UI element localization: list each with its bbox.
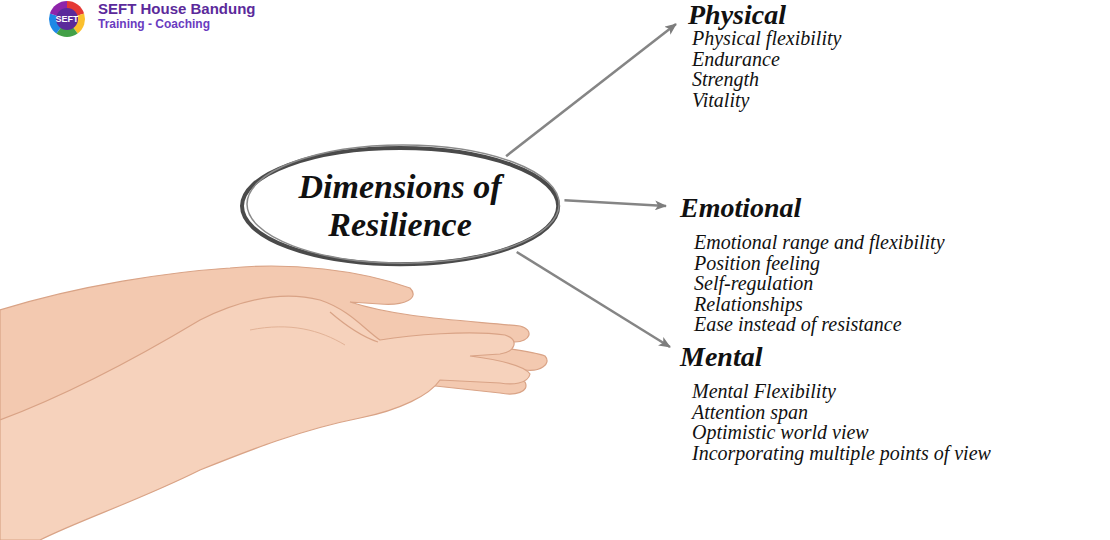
dimension-group: EmotionalEmotional range and flexibility… [680, 192, 945, 335]
brand-tagline: Training - Coaching [98, 17, 210, 32]
dimension-item: Ease instead of resistance [680, 314, 945, 335]
dimension-item: Emotional range and flexibility [680, 232, 945, 253]
central-title: Dimensions of Resilience [295, 168, 505, 244]
dimension-item: Endurance [688, 49, 841, 70]
dimension-item: Relationships [680, 294, 945, 315]
connector-arrow [517, 252, 670, 347]
dimension-group: MentalMental FlexibilityAttention spanOp… [680, 341, 991, 463]
dimension-heading: Emotional [680, 192, 945, 224]
dimension-item: Mental Flexibility [680, 381, 991, 402]
logo-mark-text: SEFT [55, 13, 78, 25]
dimension-item: Attention span [680, 402, 991, 423]
ellipse-sketch-stroke [247, 145, 559, 263]
central-ellipse: Dimensions of Resilience [239, 145, 561, 267]
dimension-heading: Physical [688, 2, 841, 28]
dimension-group: PhysicalPhysical flexibilityEnduranceStr… [688, 2, 841, 110]
dimension-item: Optimistic world view [680, 422, 991, 443]
dimension-item: Position feeling [680, 253, 945, 274]
dimension-item: Incorporating multiple points of view [680, 443, 991, 464]
logo-circle [49, 1, 85, 37]
connector-arrow [506, 24, 676, 156]
dimension-item: Strength [688, 69, 841, 90]
connector-arrow [564, 200, 666, 206]
dimension-item: Vitality [688, 90, 841, 111]
dimension-heading: Mental [680, 341, 991, 373]
dimension-item: Self-regulation [680, 273, 945, 294]
dimension-item: Physical flexibility [688, 28, 841, 49]
open-hands [0, 266, 547, 540]
brand-name: SEFT House Bandung [98, 0, 256, 18]
